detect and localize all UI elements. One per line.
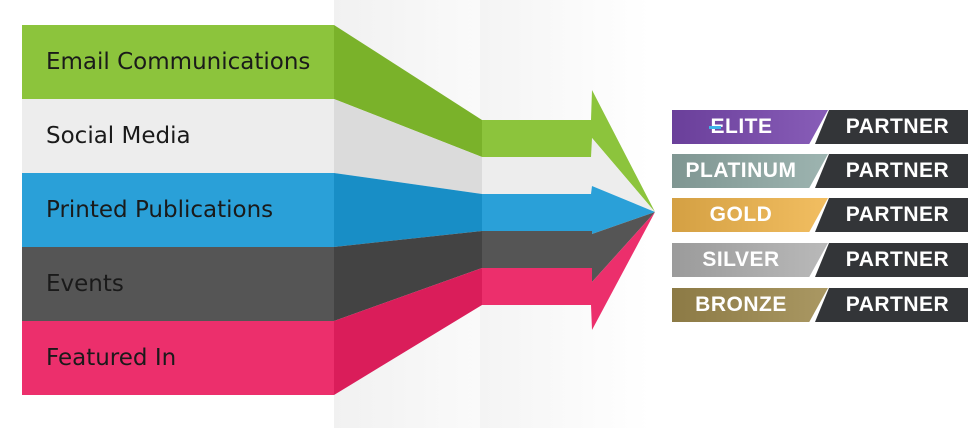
tier-partner-label: PARTNER bbox=[845, 159, 950, 182]
arrow-joint-segment bbox=[591, 268, 592, 330]
tier-partner-label: PARTNER bbox=[845, 115, 950, 138]
arrow-shaft-segment bbox=[482, 231, 592, 268]
tier-level-label: PLATINUM bbox=[685, 159, 797, 182]
tier-bronze: BRONZE PARTNER bbox=[672, 288, 968, 322]
tier-level-label: ELITE bbox=[710, 115, 773, 138]
tier-gold: GOLD PARTNER bbox=[672, 198, 968, 232]
elite-logo-mark-icon bbox=[709, 119, 722, 135]
channel-label: Social Media bbox=[46, 123, 191, 149]
arrow-head-segment bbox=[592, 212, 655, 330]
arrow-joint-segment bbox=[591, 90, 592, 157]
channel-band-email: Email Communications bbox=[22, 25, 334, 99]
tier-level-label: GOLD bbox=[709, 203, 773, 226]
tier-partner: PARTNER bbox=[815, 288, 968, 322]
arrow-shaft-segment bbox=[482, 120, 592, 157]
channel-label: Events bbox=[46, 271, 124, 297]
channel-band-featured: Featured In bbox=[22, 321, 334, 395]
arrow-head-segment bbox=[592, 186, 655, 234]
arrow-shaft-segment bbox=[482, 157, 592, 194]
funnel-segment bbox=[334, 99, 482, 194]
tier-level-elite: ELITE bbox=[672, 110, 828, 144]
tier-level-label: SILVER bbox=[702, 248, 780, 271]
tier-partner-label: PARTNER bbox=[845, 293, 950, 316]
tier-partner-label: PARTNER bbox=[845, 248, 950, 271]
channel-band-printed: Printed Publications bbox=[22, 173, 334, 247]
tier-level-platinum: PLATINUM bbox=[672, 154, 828, 188]
channel-band-events: Events bbox=[22, 247, 334, 321]
tier-level-gold: GOLD bbox=[672, 198, 828, 232]
tier-level-bronze: BRONZE bbox=[672, 288, 828, 322]
tier-partner: PARTNER bbox=[815, 110, 968, 144]
tier-partner-label: PARTNER bbox=[845, 203, 950, 226]
tier-partner: PARTNER bbox=[815, 198, 968, 232]
funnel-segment bbox=[334, 25, 482, 157]
arrow-shaft-segment bbox=[482, 268, 592, 305]
tier-partner: PARTNER bbox=[815, 243, 968, 277]
channel-label: Email Communications bbox=[46, 49, 311, 75]
tier-elite: ELITE PARTNER bbox=[672, 110, 968, 144]
arrow-joint-segment bbox=[591, 138, 592, 194]
tier-partner: PARTNER bbox=[815, 154, 968, 188]
arrow-joint-segment bbox=[591, 186, 592, 234]
tier-silver: SILVER PARTNER bbox=[672, 243, 968, 277]
tier-platinum: PLATINUM PARTNER bbox=[672, 154, 968, 188]
funnel-segment bbox=[334, 173, 482, 247]
channel-label: Printed Publications bbox=[46, 197, 274, 223]
arrow-shaft-segment bbox=[482, 194, 592, 231]
tier-level-label: BRONZE bbox=[695, 293, 787, 316]
funnel-segment bbox=[334, 268, 482, 395]
channel-band-social: Social Media bbox=[22, 99, 334, 173]
arrow-head-segment bbox=[592, 138, 655, 212]
channel-label: Featured In bbox=[46, 345, 177, 371]
tier-level-silver: SILVER bbox=[672, 243, 828, 277]
funnel-segment bbox=[334, 231, 482, 321]
arrow-head-segment bbox=[592, 90, 655, 212]
